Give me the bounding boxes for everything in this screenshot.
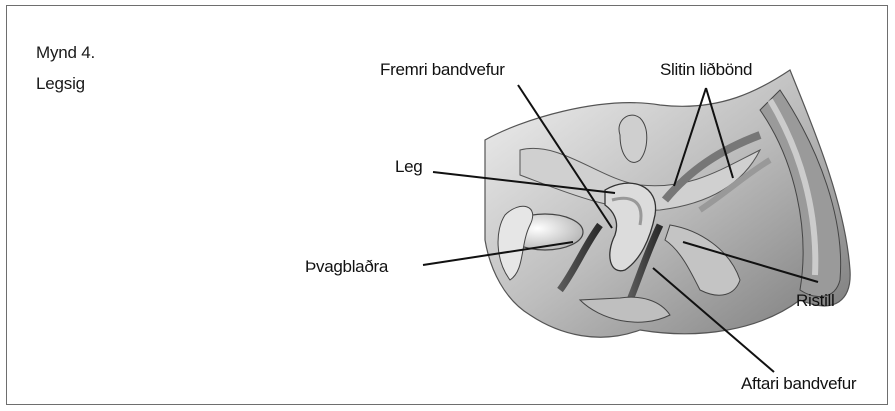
- label-anterior-tissue: Fremri bandvefur: [380, 60, 505, 80]
- label-colon: Ristill: [796, 291, 835, 311]
- label-torn-ligaments: Slitin liðbönd: [660, 60, 752, 80]
- label-posterior-tissue: Aftari bandvefur: [741, 374, 856, 394]
- label-bladder: Þvagblaðra: [305, 257, 388, 277]
- label-uterus: Leg: [395, 157, 422, 177]
